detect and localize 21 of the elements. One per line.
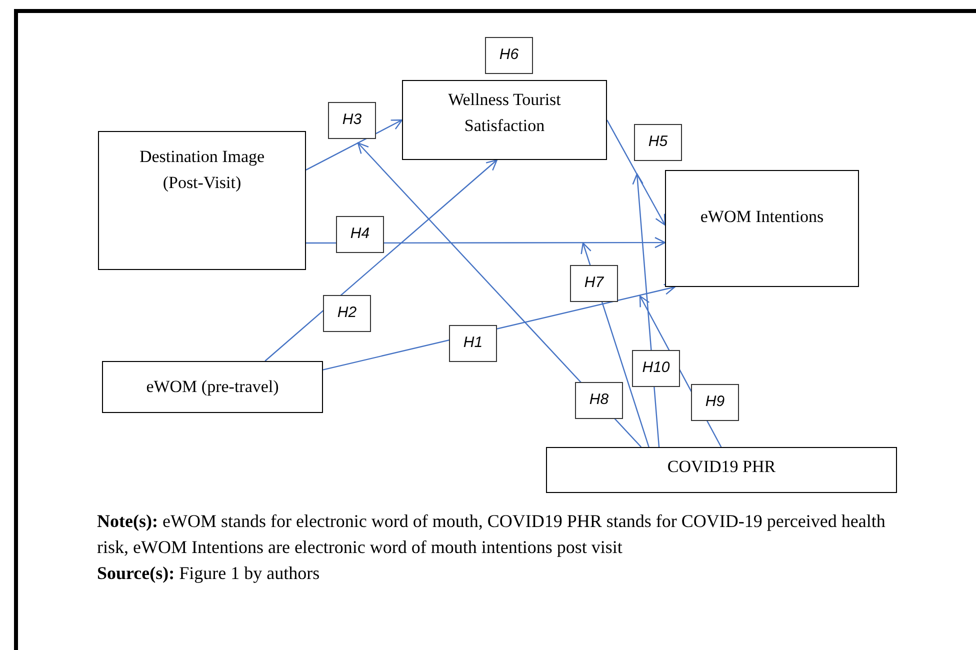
construct-box: eWOM (pre-travel)	[102, 361, 323, 413]
hypothesis-label: H9	[691, 384, 739, 421]
construct-box: eWOM Intentions	[665, 170, 859, 287]
hypothesis-label: H3	[328, 102, 376, 139]
arrow	[606, 120, 666, 226]
hypothesis-label: H1	[449, 325, 497, 362]
hypothesis-label: H7	[570, 265, 618, 302]
construct-box: COVID19 PHR	[546, 447, 897, 493]
note-text: Source(s): Figure 1 by authors	[97, 562, 321, 585]
arrow	[306, 119, 403, 170]
construct-box: Destination Image (Post-Visit)	[98, 131, 306, 270]
arrow	[264, 159, 498, 362]
hypothesis-label: H6	[485, 37, 533, 74]
arrow	[357, 142, 642, 448]
hypothesis-label: H8	[575, 382, 623, 419]
hypothesis-label: H5	[634, 124, 682, 161]
hypothesis-label: H2	[323, 295, 371, 332]
hypothesis-label: H4	[336, 216, 384, 253]
construct-box: Wellness Tourist Satisfaction	[402, 80, 607, 160]
hypothesis-label: H10	[632, 350, 680, 387]
note-text: Note(s): eWOM stands for electronic word of mouth, COVID19 PHR stands for COVID-19 perceived health risk, eWOM Intentions are electronic word of mouth intentions post visit	[97, 510, 886, 559]
